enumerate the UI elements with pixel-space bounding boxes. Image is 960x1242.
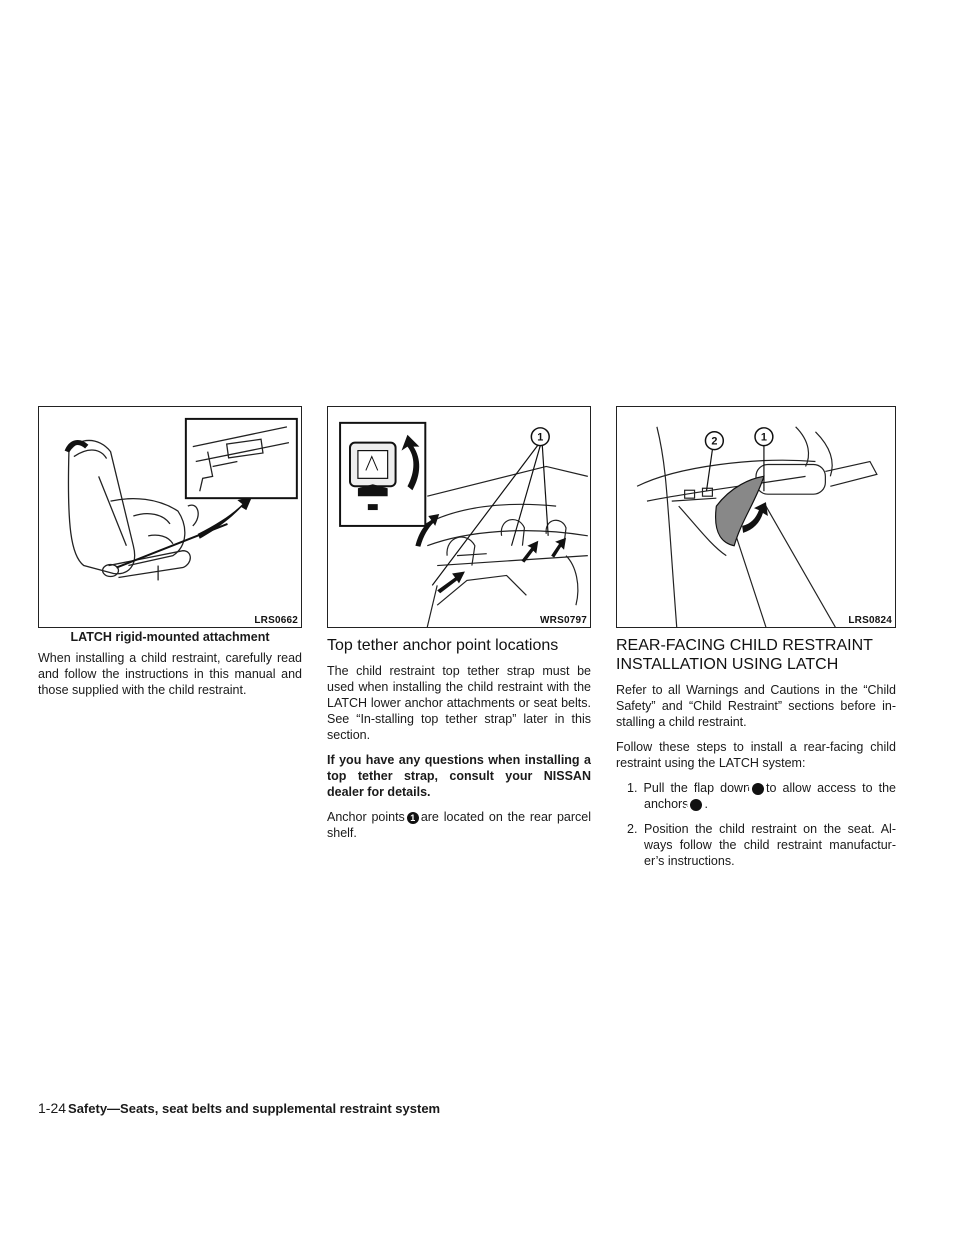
step-2: 2. Position the child restraint on the s… — [627, 822, 896, 868]
figure-top-tether-anchor: 1 WRS0797 — [327, 406, 591, 628]
callout-2: 2 — [711, 436, 717, 448]
chapter-title: Safety—Seats, seat belts and supplementa… — [68, 1101, 441, 1116]
body-paragraph: The child restraint top tether strap mus… — [327, 664, 591, 742]
figure-rear-facing-latch: 2 1 LRS0824 — [616, 406, 896, 628]
figure-code: LRS0824 — [848, 615, 892, 626]
body-paragraph: Refer to all Warnings and Cautions in th… — [616, 683, 896, 729]
bold-note: If you have any questions when installin… — [327, 753, 591, 799]
column-3: 2 1 LRS0824 REAR-FACING CHILD RESTRAINT … — [616, 406, 896, 878]
seat-illustration — [64, 417, 298, 581]
seat-flap-illustration: 2 1 — [636, 426, 878, 627]
page-number: 1-24 — [38, 1100, 67, 1116]
figure-code: LRS0662 — [254, 615, 298, 626]
callout-1: 1 — [761, 432, 767, 444]
circled-marker-2: 2 — [685, 799, 703, 811]
figure-latch-rigid-mounted: LRS0662 — [38, 406, 302, 628]
parcel-shelf-illustration: 1 — [339, 421, 588, 627]
column-2: 1 WRS0797 Top tether anchor point locati… — [327, 406, 591, 850]
circled-marker-1: 1 — [747, 783, 765, 795]
figure-caption: LATCH rigid-mounted attachment — [70, 630, 270, 644]
body-paragraph: When installing a child restraint, caref… — [38, 651, 302, 697]
circled-marker-1: 1 — [406, 812, 419, 824]
section-heading: Top tether anchor point locations — [327, 637, 559, 654]
figure-code: WRS0797 — [540, 615, 587, 626]
column-1: LRS0662 LATCH rigid-mounted attachment W… — [38, 406, 302, 707]
callout-1: 1 — [537, 432, 543, 444]
section-heading: REAR-FACING CHILD RESTRAINT INSTALLATION… — [616, 637, 873, 673]
body-paragraph: Follow these steps to install a rear-fac… — [616, 740, 896, 770]
